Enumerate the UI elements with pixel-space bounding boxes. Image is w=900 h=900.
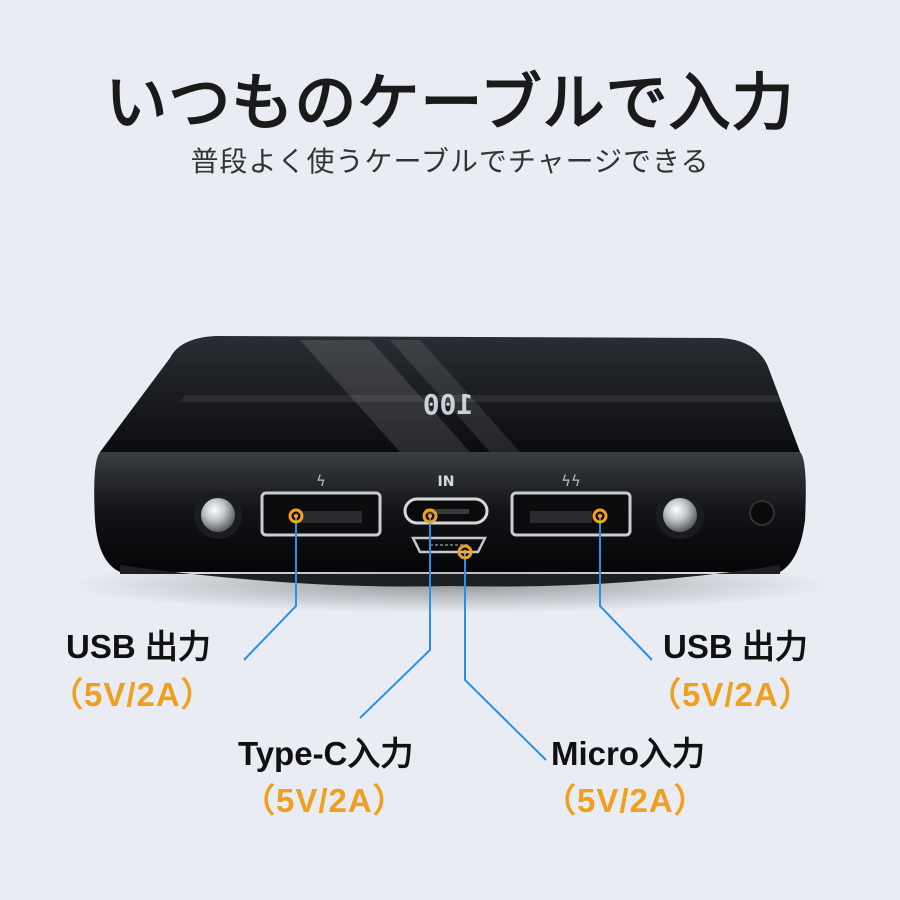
callout-usb-right-label: USB 出力: [663, 628, 808, 665]
leader-line-type-c: [359, 518, 431, 719]
leader-line-usb-left: [243, 518, 297, 661]
callout-usb-right-spec: （5V/2A）: [648, 676, 813, 713]
top-reflection: [180, 395, 785, 402]
usb-left-mark: ϟ: [316, 472, 326, 490]
leader-line-micro: [464, 552, 547, 761]
top-reflection: [390, 340, 520, 452]
leader-lines: [243, 518, 653, 761]
leader-line-usb-right: [599, 518, 653, 661]
usb-port-left-tongue: [300, 511, 362, 523]
in-mark: IN: [438, 474, 455, 490]
marker-micro: [457, 544, 473, 560]
callout-usb-left-spec: （5V/2A）: [50, 676, 215, 713]
usb-right-mark: ϟϟ: [561, 472, 581, 490]
callout-type-c-label: Type-C入力: [238, 735, 414, 772]
callout-micro-label: Micro入力: [551, 735, 706, 772]
lanyard-hole: [749, 500, 775, 526]
device-top: [100, 336, 800, 452]
page-title: いつものケーブルで入力: [105, 66, 795, 139]
micro-port: [410, 536, 488, 554]
callout-micro-spec: （5V/2A）: [543, 782, 708, 819]
device-bottom-edge: [120, 565, 780, 587]
callout-type-c-spec: （5V/2A）: [242, 782, 407, 819]
marker-usb-left: [288, 508, 304, 524]
left-button-cap: [201, 498, 235, 532]
usb-port-right-tongue: [530, 511, 592, 523]
marker-type-c: [422, 508, 438, 524]
port-markers: [288, 508, 608, 560]
right-button-cap: [663, 498, 697, 532]
type-c-port-tongue: [425, 509, 469, 514]
marker-usb-right: [592, 508, 608, 524]
callout-usb-left-label: USB 出力: [66, 628, 211, 665]
top-reflection: [300, 340, 470, 452]
port-marker-centers: [293, 513, 603, 555]
page-subtitle: 普段よく使うケーブルでチャージできる: [190, 145, 710, 178]
led-display-value: 100: [423, 388, 474, 421]
led-display: 100: [423, 388, 474, 421]
